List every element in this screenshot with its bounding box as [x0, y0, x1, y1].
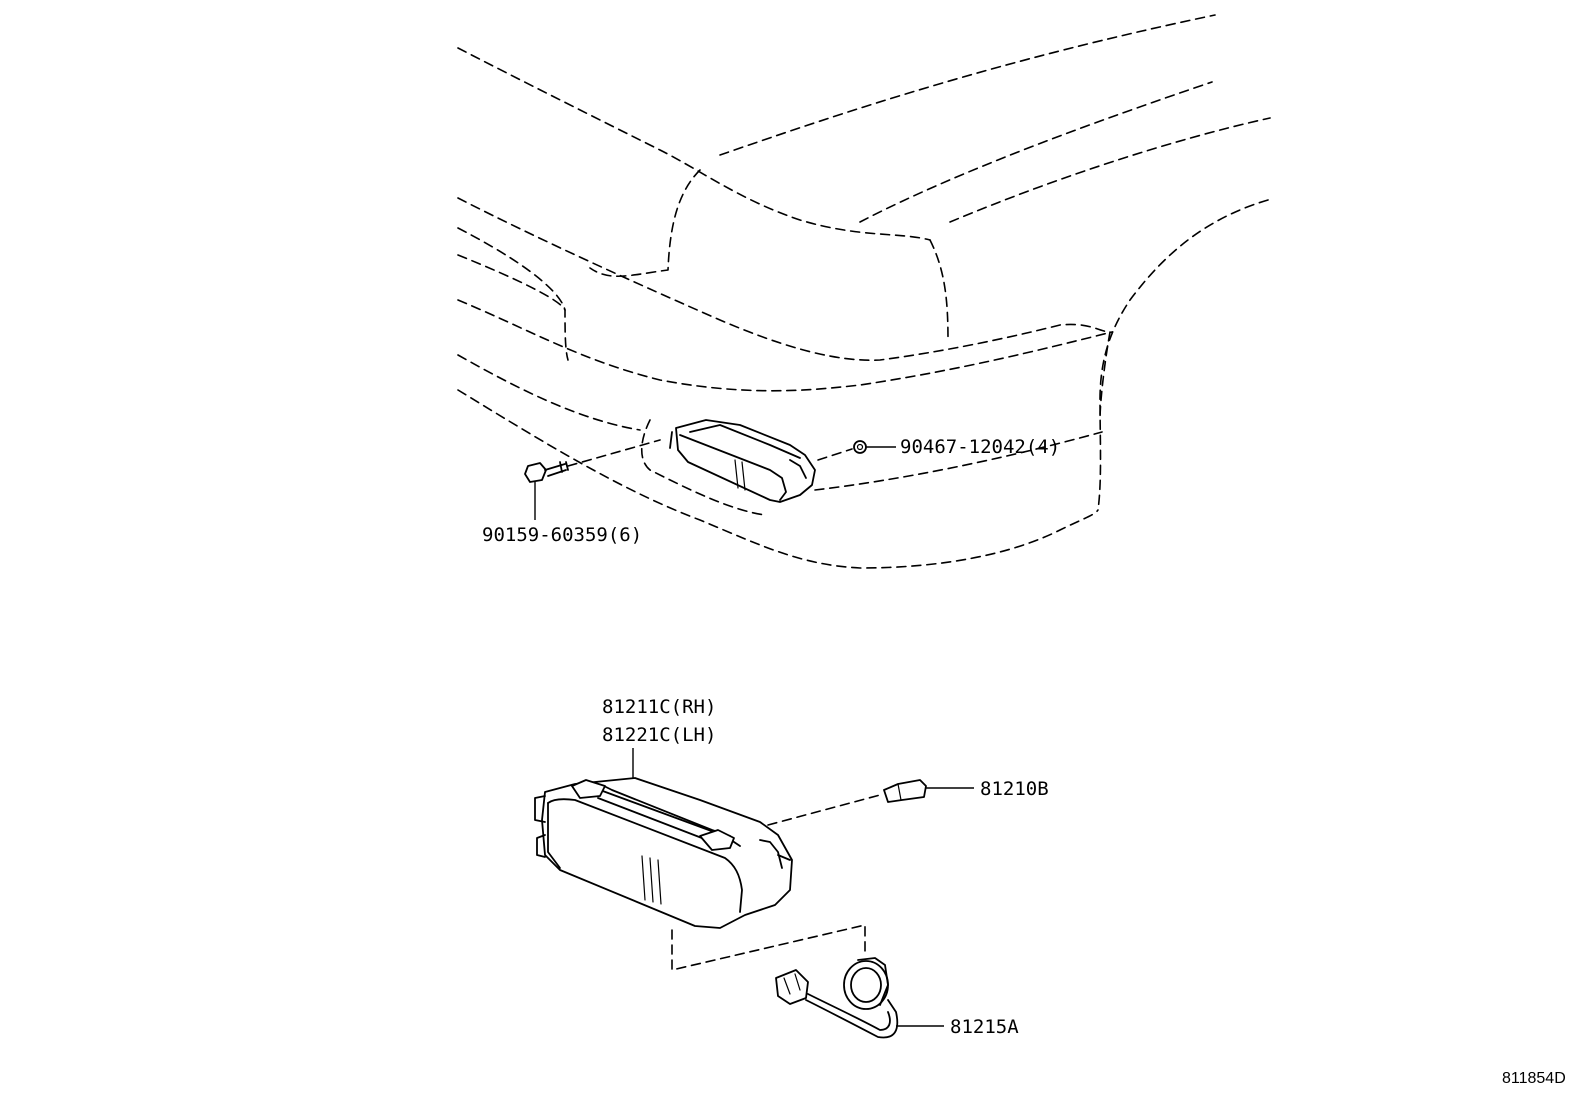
installed-lamp-illustration: [669, 419, 816, 503]
screw-icon: [524, 461, 569, 483]
vehicle-body-outline: [457, 14, 1271, 569]
illustration-reference-number: 811854D: [1502, 1070, 1566, 1087]
fog-lamp-assembly-illustration: [534, 777, 793, 929]
lamp-rh-part-number: 81211C(RH): [602, 696, 716, 718]
bulb-part-number: 81210B: [980, 778, 1049, 800]
nut-leader-dash: [817, 448, 853, 461]
bulb-icon: [883, 779, 927, 803]
socket-leader-dash: [671, 924, 866, 971]
socket-part-number: 81215A: [950, 1016, 1019, 1038]
bulb-leader-dash: [767, 794, 881, 826]
screw-part-number: 90159-60359(6): [482, 524, 642, 546]
lamp-lh-part-number: 81221C(LH): [602, 724, 716, 746]
nut-part-number: 90467-12042(4): [900, 436, 1060, 458]
nut-icon: [853, 440, 867, 454]
screw-leader-dash: [567, 439, 661, 467]
socket-icon: [775, 957, 899, 1039]
